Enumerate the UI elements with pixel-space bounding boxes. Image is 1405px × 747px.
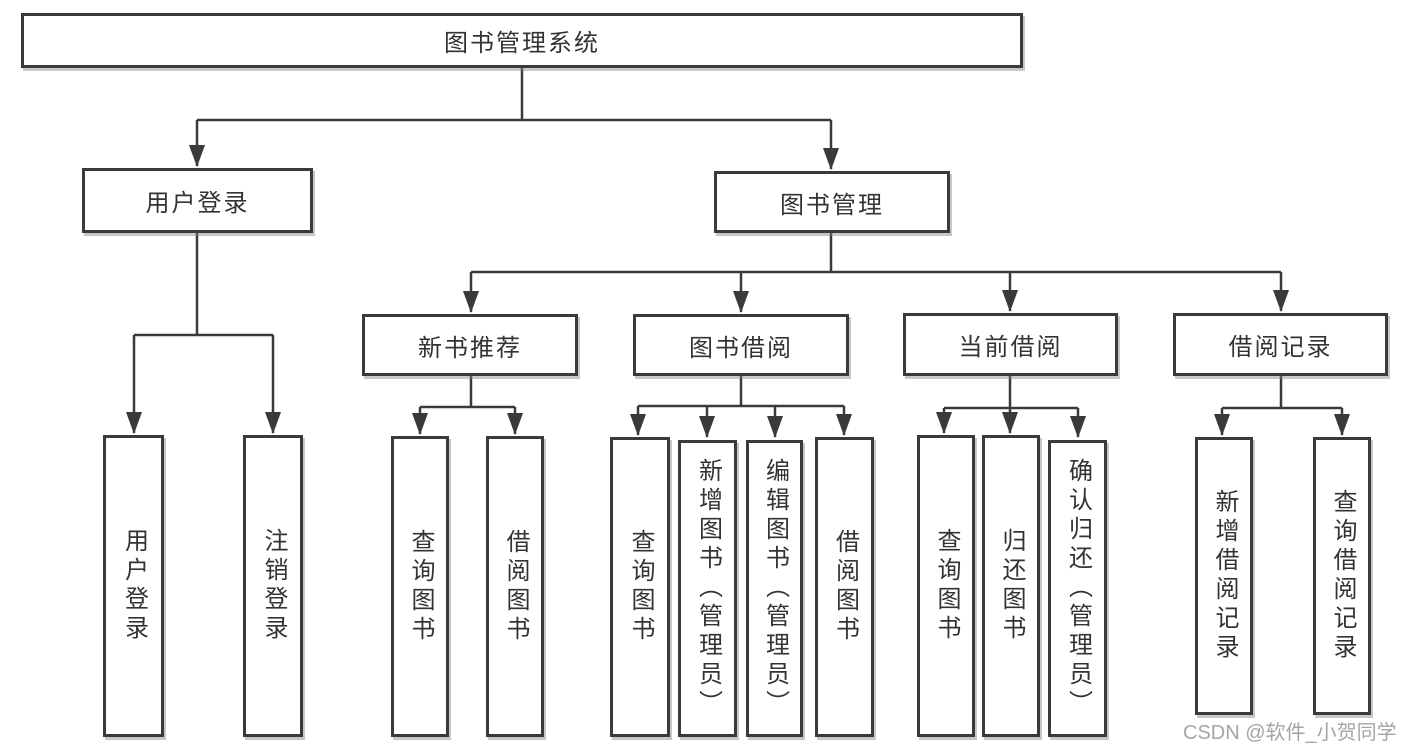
leaf-query-borrow-record-label: 查询借阅记录 — [1329, 489, 1356, 663]
node-book-management: 图书管理 — [714, 171, 950, 233]
node-book-borrowing: 图书借阅 — [633, 314, 849, 376]
leaf-add-borrow-record-label: 新增借阅记录 — [1211, 489, 1238, 663]
node-user-login: 用户登录 — [82, 168, 313, 233]
leaf-borrow-books-recommend-label: 借阅图书 — [502, 528, 529, 645]
node-borrow-records: 借阅记录 — [1173, 313, 1388, 376]
leaf-query-borrow-record: 查询借阅记录 — [1313, 437, 1371, 715]
leaf-edit-books-admin-label: 编辑图书（管理员） — [761, 458, 789, 719]
leaf-add-books-admin: 新增图书（管理员） — [678, 440, 737, 737]
leaf-user-login-label: 用户登录 — [120, 528, 148, 644]
leaf-return-books: 归还图书 — [982, 435, 1040, 737]
leaf-add-borrow-record: 新增借阅记录 — [1195, 437, 1253, 715]
node-library-management-system: 图书管理系统 — [21, 13, 1023, 68]
leaf-query-books-borrowing: 查询图书 — [610, 437, 670, 737]
node-current-borrowing: 当前借阅 — [903, 313, 1118, 376]
node-new-book-recommend: 新书推荐 — [362, 314, 578, 376]
leaf-borrow-books-borrowing-label: 借阅图书 — [831, 529, 859, 645]
leaf-query-books-recommend-label: 查询图书 — [407, 528, 434, 645]
leaf-logout-login-label: 注销登录 — [260, 528, 287, 644]
leaf-query-books-borrowing-label: 查询图书 — [627, 529, 654, 645]
leaf-query-books-recommend: 查询图书 — [391, 436, 449, 737]
leaf-return-books-label: 归还图书 — [998, 528, 1025, 644]
leaf-user-login: 用户登录 — [103, 435, 164, 737]
leaf-query-books-current: 查询图书 — [917, 435, 975, 737]
leaf-borrow-books-borrowing: 借阅图书 — [815, 437, 874, 737]
leaf-confirm-return-admin: 确认归还（管理员） — [1048, 440, 1107, 737]
leaf-add-books-admin-label: 新增图书（管理员） — [694, 458, 722, 719]
leaf-query-books-current-label: 查询图书 — [933, 528, 960, 644]
leaf-logout-login: 注销登录 — [243, 435, 303, 737]
leaf-confirm-return-admin-label: 确认归还（管理员） — [1064, 458, 1092, 719]
leaf-borrow-books-recommend: 借阅图书 — [486, 436, 544, 737]
watermark-text: CSDN @软件_小贺同学 — [1183, 722, 1397, 744]
leaf-edit-books-admin: 编辑图书（管理员） — [746, 440, 803, 737]
